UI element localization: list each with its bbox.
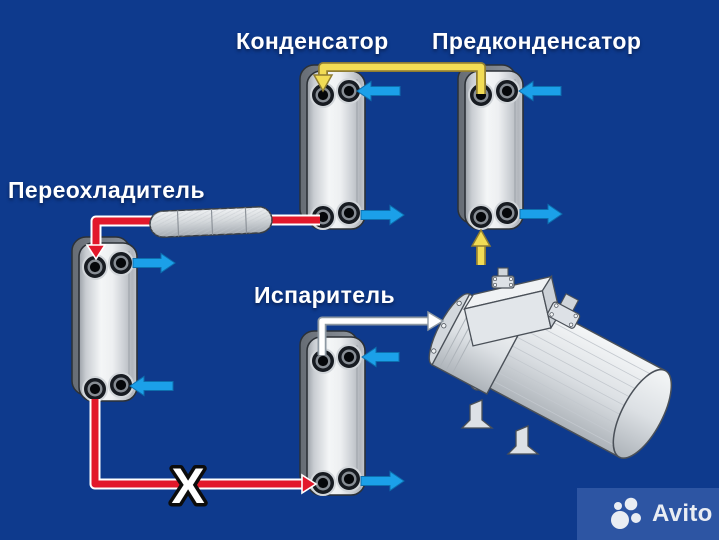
liquid-line-receiver-to-subcooler xyxy=(85,215,160,261)
receiver-cylinder-icon xyxy=(149,206,273,238)
screw-compressor-icon xyxy=(428,267,673,459)
water-out-arrow-subcooler xyxy=(132,252,176,274)
hot-gas-pipe-precondenser-to-condenser xyxy=(312,62,486,94)
expansion-valve-x-symbol: X xyxy=(171,458,204,514)
precondenser-unit xyxy=(456,63,525,231)
suction-line-evaporator-to-compressor xyxy=(317,310,445,355)
water-in-arrow-evaporator xyxy=(361,346,400,368)
water-in-arrow-subcooler xyxy=(129,375,174,397)
water-in-arrow-condenser xyxy=(356,80,401,102)
evaporator-unit xyxy=(298,329,367,497)
water-in-arrow-precondenser xyxy=(518,80,562,102)
water-out-arrow-precondenser xyxy=(519,203,563,225)
evaporator-label: Испаритель xyxy=(254,282,396,308)
water-arrows xyxy=(129,80,563,492)
water-out-arrow-condenser xyxy=(360,204,405,226)
liquid-line-subcooler-to-evaporator xyxy=(89,399,318,495)
precondenser-label: Предконденсатор xyxy=(432,28,642,54)
watermark-brand-text: Avito xyxy=(652,500,713,527)
condenser-unit xyxy=(298,63,367,231)
top-valve xyxy=(491,267,515,289)
subcooler-label: Переохладитель xyxy=(8,177,205,203)
discharge-valve xyxy=(547,293,581,329)
avito-dots-logo-icon xyxy=(611,497,641,529)
water-out-arrow-evaporator xyxy=(360,470,405,492)
hot-gas-pipe-compressor-to-precondenser xyxy=(470,228,492,265)
watermark-badge: Avito xyxy=(577,488,719,540)
subcooler-unit xyxy=(70,235,139,403)
condenser-label: Конденсатор xyxy=(236,28,389,54)
